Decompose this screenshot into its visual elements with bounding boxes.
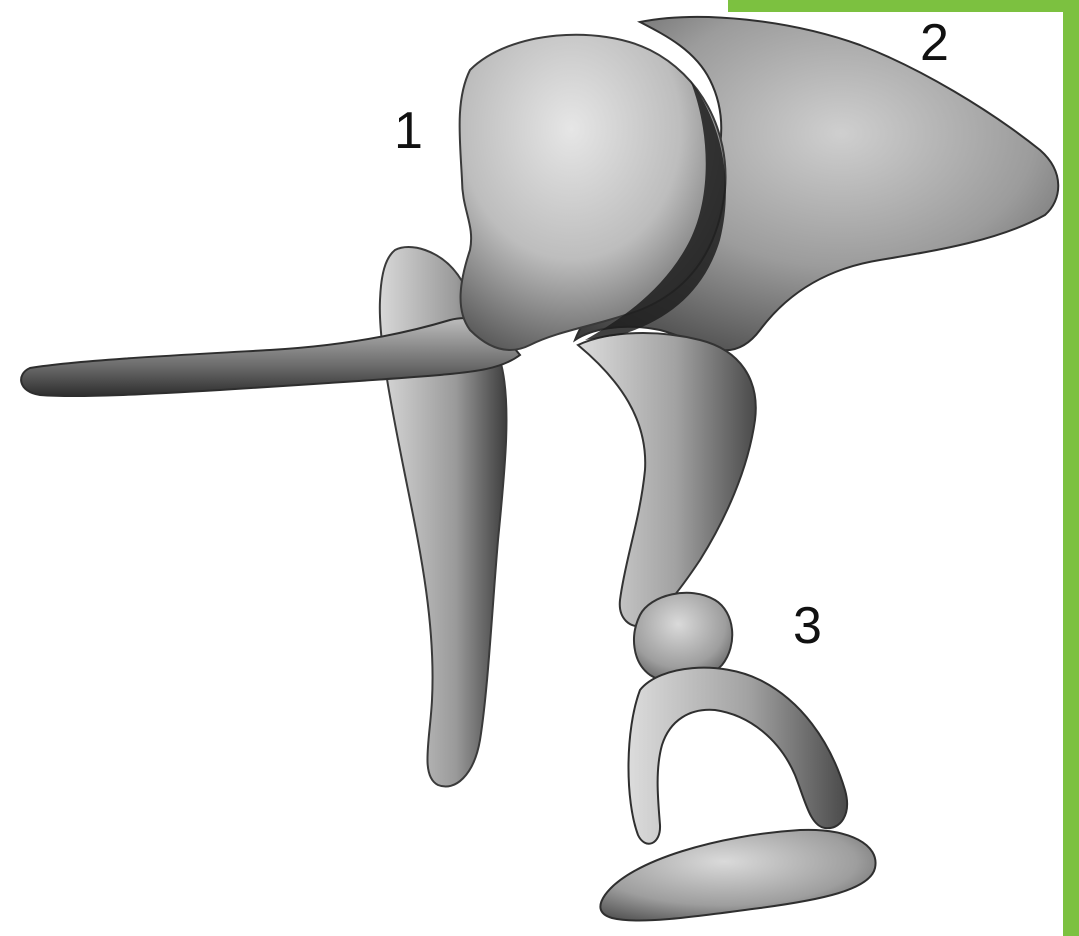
label-3: 3 — [793, 600, 822, 652]
label-1: 1 — [394, 105, 423, 157]
accent-bar-right — [1063, 0, 1079, 936]
incus-long-process — [578, 333, 756, 626]
label-2: 2 — [920, 17, 949, 69]
stapes-footplate — [600, 830, 875, 921]
stapes-crura — [628, 668, 847, 844]
